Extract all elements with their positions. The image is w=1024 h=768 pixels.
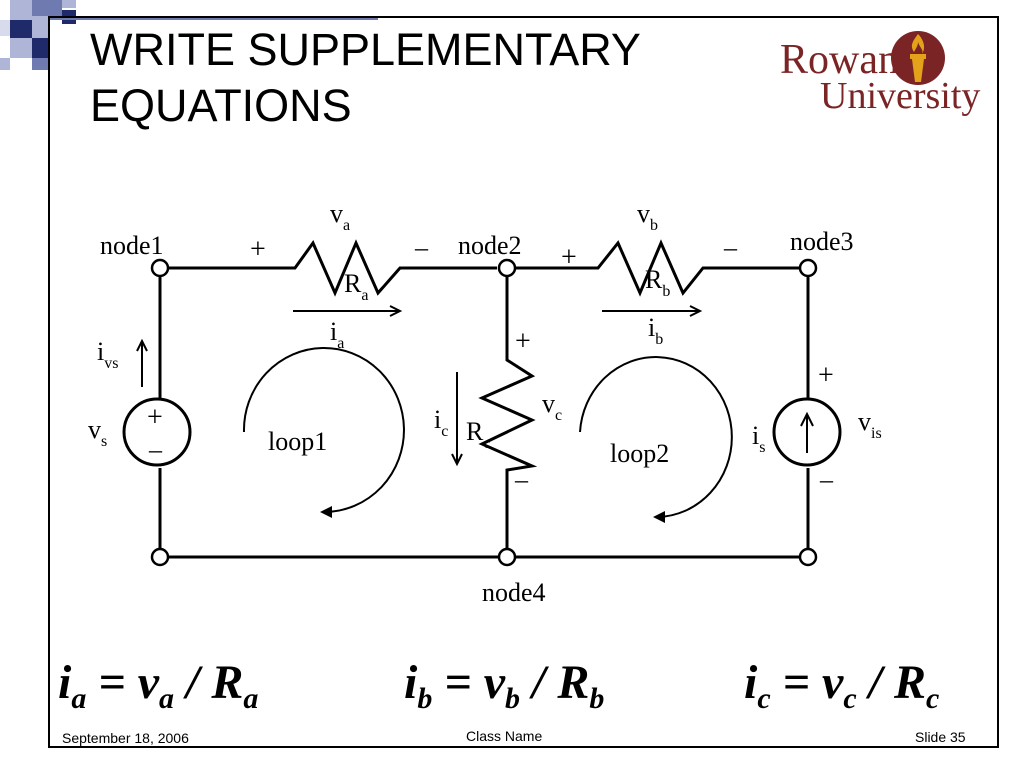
va-label: va xyxy=(330,199,350,234)
corner-square xyxy=(32,0,62,16)
minus-sign: – xyxy=(414,233,429,262)
Ra-label: Ra xyxy=(344,269,368,304)
plus-sign: + xyxy=(515,326,531,357)
title-line-1: WRITE SUPPLEMENTARY xyxy=(90,24,641,75)
node-terminal xyxy=(798,547,818,567)
plus-sign: + xyxy=(818,360,834,391)
corner-square xyxy=(32,58,48,70)
footer-slide-number: Slide 35 xyxy=(915,729,966,745)
minus-sign: – xyxy=(148,435,163,464)
voltage-source xyxy=(122,397,192,467)
corner-square xyxy=(10,20,32,38)
ia-label: ia xyxy=(330,317,344,352)
corner-square xyxy=(10,38,32,58)
vs-label: vs xyxy=(88,415,107,450)
ic-label: ic xyxy=(434,405,448,440)
node-terminal xyxy=(497,258,517,278)
corner-square xyxy=(32,16,48,38)
minus-sign: – xyxy=(819,465,834,494)
university-logo: Rowan University xyxy=(776,24,986,124)
ivs-arrow-icon xyxy=(136,338,148,387)
ia-arrow-icon xyxy=(293,305,403,317)
loop2-arrow-icon xyxy=(579,356,733,518)
footer-date: September 18, 2006 xyxy=(62,730,189,746)
title-line-2: EQUATIONS xyxy=(90,80,352,131)
corner-square xyxy=(62,0,76,8)
title-bar-decoration xyxy=(48,16,378,20)
plus-sign: + xyxy=(561,242,577,273)
plus-sign: + xyxy=(147,402,163,433)
ib-label: ib xyxy=(648,313,663,348)
plus-sign: + xyxy=(250,234,266,265)
loop1-arrow-icon xyxy=(242,347,405,513)
node1-label: node1 xyxy=(100,231,164,260)
loop1-arrowhead-icon xyxy=(320,506,332,518)
minus-sign: – xyxy=(723,233,738,262)
vb-label: vb xyxy=(637,199,658,234)
loop2-label: loop2 xyxy=(610,439,669,468)
node3-label: node3 xyxy=(790,227,854,256)
current-source-arrow-icon xyxy=(800,411,814,453)
ib-arrow-icon xyxy=(602,305,703,317)
corner-square xyxy=(32,38,48,58)
corner-square xyxy=(0,58,10,70)
corner-square xyxy=(10,0,32,20)
slide-frame xyxy=(48,16,999,748)
loop1-label: loop1 xyxy=(268,427,327,456)
logo-word-rowan: Rowan xyxy=(780,37,899,83)
node2-label: node2 xyxy=(458,231,522,260)
minus-sign: – xyxy=(514,465,529,494)
loop2-arrowhead-icon xyxy=(653,511,665,523)
ivs-label: ivs xyxy=(97,337,118,372)
node-terminal xyxy=(497,547,517,567)
Rb-label: Rb xyxy=(645,265,670,300)
ic-arrow-icon xyxy=(451,372,463,467)
node-terminal xyxy=(150,547,170,567)
vis-label: vis xyxy=(858,407,882,442)
node-terminal xyxy=(150,258,170,278)
equation-ic: ic = vc / Rc xyxy=(744,656,940,715)
equation-ib: ib = vb / Rb xyxy=(404,656,605,715)
wire xyxy=(478,276,538,550)
corner-square xyxy=(0,20,10,36)
slide-title: WRITE SUPPLEMENTARY EQUATIONS xyxy=(90,22,641,134)
torch-emblem-icon xyxy=(891,31,945,85)
Rc-label: Rc xyxy=(466,417,490,452)
node-terminal xyxy=(798,258,818,278)
footer-course: Class Name xyxy=(466,728,543,744)
logo-word-university: University xyxy=(820,75,981,117)
wire xyxy=(515,239,800,297)
vc-label: vc xyxy=(542,389,562,424)
equation-ia: ia = va / Ra xyxy=(58,656,259,715)
node4-label: node4 xyxy=(482,578,546,607)
is-label: is xyxy=(752,421,765,456)
wire xyxy=(168,239,497,297)
